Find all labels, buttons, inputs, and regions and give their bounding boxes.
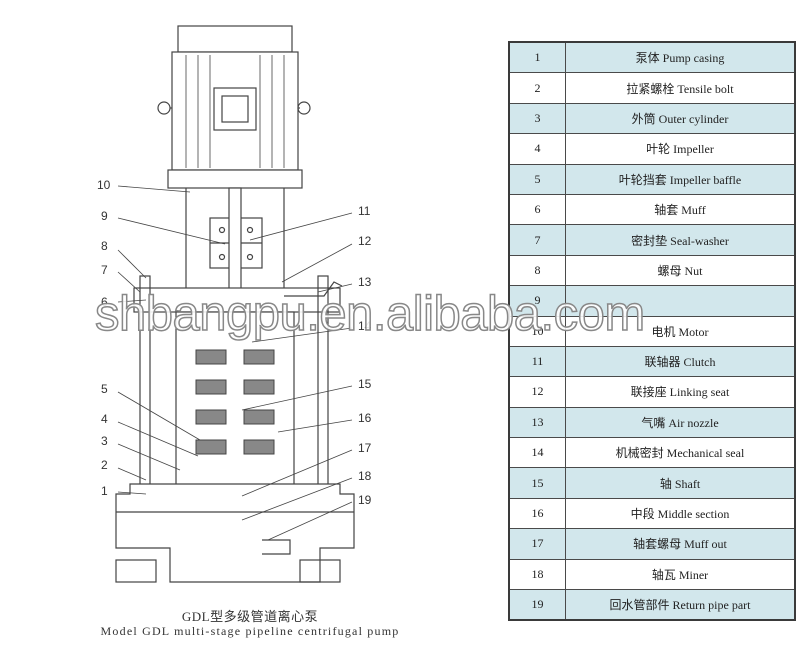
callout-5: 5 (101, 382, 108, 396)
callout-11: 11 (358, 204, 371, 218)
part-number-cell: 13 (508, 406, 566, 439)
part-number-cell: 15 (508, 467, 566, 499)
part-number-cell: 14 (508, 437, 566, 469)
callout-2: 2 (101, 458, 108, 472)
part-number-cell: 6 (508, 193, 566, 226)
part-name-cell: 联轴器 Clutch (565, 345, 796, 378)
part-name-cell: 中段 Middle section (565, 497, 796, 530)
part-name-cell: 外筒 Outer cylinder (565, 102, 796, 135)
part-number-cell: 17 (508, 528, 566, 560)
watermark-text: shbangpu.en.alibaba.com (94, 286, 646, 342)
part-number-cell: 11 (508, 345, 566, 378)
pump-casing (115, 483, 355, 583)
part-name-cell: 泵体 Pump casing (565, 41, 796, 74)
part-name-cell: 轴 Shaft (565, 467, 796, 499)
part-number-cell: 7 (508, 224, 566, 256)
part-name-cell: 轴瓦 Miner (565, 558, 796, 591)
part-number-cell: 9 (508, 285, 566, 317)
callout-13: 13 (358, 275, 372, 289)
part-number-cell: 8 (508, 254, 566, 287)
part-name-cell: 螺母 Nut (565, 254, 796, 287)
return-pipe (262, 539, 291, 555)
callout-16: 16 (358, 411, 372, 425)
part-number-cell: 10 (508, 315, 566, 347)
part-number-cell: 16 (508, 497, 566, 530)
part-number-cell: 5 (508, 163, 566, 195)
base-left (115, 559, 157, 583)
callout-6: 6 (101, 295, 108, 309)
caption-chinese: GDL型多级管道离心泵 (181, 609, 319, 624)
callout-9: 9 (101, 209, 108, 223)
linking-seat (185, 188, 285, 290)
callout-7: 7 (101, 263, 108, 277)
terminal-box (213, 87, 257, 131)
part-name-cell: 回水管部件 Return pipe part (565, 589, 796, 621)
motor-flange (167, 169, 303, 189)
part-number-cell: 12 (508, 376, 566, 408)
callout-3: 3 (101, 434, 108, 448)
motor-top-cap (177, 25, 293, 53)
callout-15: 15 (358, 377, 372, 391)
pump-diagram: 1 2 3 4 5 6 7 8 9 10 11 12 13 14 15 16 1… (97, 25, 372, 583)
callout-18: 18 (358, 469, 372, 483)
leader-lines (117, 185, 353, 541)
outer-cylinder (175, 311, 295, 489)
parts-table-row: 9 (508, 285, 796, 317)
part-number-cell: 1 (508, 41, 566, 74)
part-name-cell: 叶轮 Impeller (565, 133, 796, 165)
callout-4: 4 (101, 412, 108, 426)
callout-10: 10 (97, 178, 111, 192)
part-number-cell: 4 (508, 133, 566, 165)
part-number-cell: 18 (508, 558, 566, 591)
base-right (299, 559, 341, 583)
callout-17: 17 (358, 441, 372, 455)
part-number-cell: 2 (508, 72, 566, 104)
part-name-cell (565, 285, 796, 317)
caption-english: Model GDL multi-stage pipeline centrifug… (100, 624, 400, 638)
part-name-cell: 密封垫 Seal-washer (565, 224, 796, 256)
part-name-cell: 轴套 Muff (565, 193, 796, 226)
part-name-cell: 电机 Motor (565, 315, 796, 347)
part-number-cell: 3 (508, 102, 566, 135)
part-name-cell: 机械密封 Mechanical seal (565, 437, 796, 469)
motor-fins (185, 55, 285, 168)
callout-19: 19 (358, 493, 372, 507)
callout-1: 1 (101, 484, 108, 498)
part-name-cell: 拉紧螺栓 Tensile bolt (565, 72, 796, 104)
callout-numbers: 1 2 3 4 5 6 7 8 9 10 11 12 13 14 15 16 1… (97, 178, 372, 507)
part-name-cell: 联接座 Linking seat (565, 376, 796, 408)
callout-14: 14 (358, 319, 372, 333)
air-nozzle (284, 281, 343, 297)
part-name-cell: 轴套螺母 Muff out (565, 528, 796, 560)
callout-12: 12 (358, 234, 372, 248)
part-name-cell: 气嘴 Air nozzle (565, 406, 796, 439)
part-name-cell: 叶轮挡套 Impeller baffle (565, 163, 796, 195)
part-number-cell: 19 (508, 589, 566, 621)
callout-8: 8 (101, 239, 108, 253)
impeller-stages (195, 349, 275, 455)
